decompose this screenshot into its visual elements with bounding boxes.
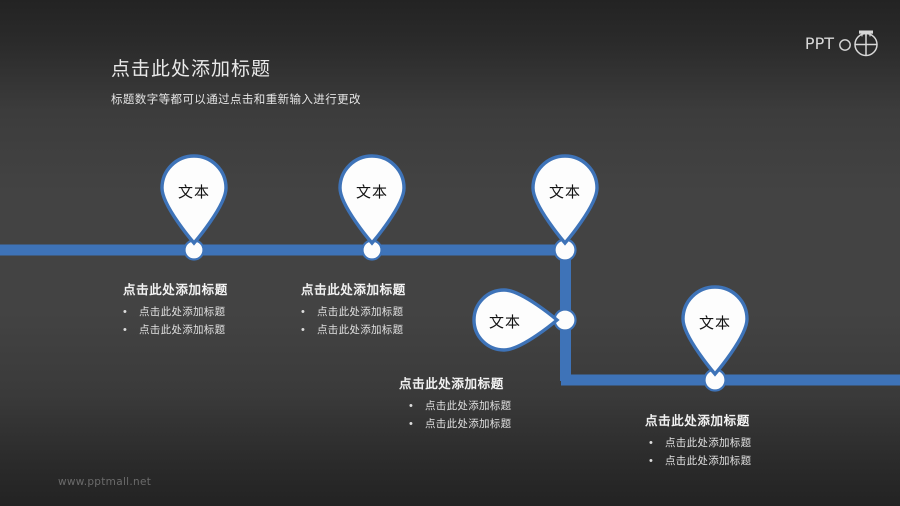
content-block-1: 点击此处添加标题 • 点击此处添加标题 • 点击此处添加标题 [123, 279, 228, 341]
pin-down-icon [531, 154, 599, 246]
brand-text: PPT [804, 33, 834, 53]
list-item[interactable]: • 点击此处添加标题 [409, 399, 511, 414]
pin-label-5: 文本 [698, 315, 731, 332]
block-title[interactable]: 点击此处添加标题 [123, 283, 228, 297]
map-pin-5[interactable]: 文本 [675, 285, 755, 382]
content-block-2: 点击此处添加标题 • 点击此处添加标题 • 点击此处添加标题 [301, 279, 406, 341]
bullet-icon: • [301, 306, 305, 318]
content-block-3: 点击此处添加标题 • 点击此处添加标题 • 点击此处添加标题 [399, 373, 511, 435]
bullet-icon: • [301, 324, 305, 336]
bullet-icon: • [409, 400, 413, 412]
bullet-icon: • [123, 306, 127, 318]
pin-label-4: 文本 [488, 314, 521, 331]
list-item[interactable]: • 点击此处添加标题 [409, 417, 511, 432]
pin-label-2: 文本 [355, 184, 388, 201]
list-item[interactable]: • 点击此处添加标题 [649, 436, 751, 451]
bullet-label: 点击此处添加标题 [317, 324, 404, 336]
block-title[interactable]: 点击此处添加标题 [645, 414, 750, 428]
block-title[interactable]: 点击此处添加标题 [301, 283, 406, 297]
bullet-icon: • [649, 437, 653, 449]
bullet-icon: • [409, 418, 413, 430]
content-block-4: 点击此处添加标题 • 点击此处添加标题 • 点击此处添加标题 [645, 410, 751, 472]
bullet-label: 点击此处添加标题 [317, 306, 404, 318]
list-item[interactable]: • 点击此处添加标题 [301, 323, 406, 338]
bullet-label: 点击此处添加标题 [139, 324, 226, 336]
pin-down-icon [681, 285, 749, 377]
map-pin-3[interactable]: 文本 [525, 154, 605, 251]
block-title[interactable]: 点击此处添加标题 [399, 377, 504, 391]
map-pin-1[interactable]: 文本 [154, 154, 234, 251]
bullet-icon: • [123, 324, 127, 336]
pptmall-circle-logo-icon [839, 30, 878, 57]
bullet-label: 点击此处添加标题 [665, 455, 752, 467]
watermark: www.pptmall.net [58, 476, 152, 488]
pin-down-icon [160, 154, 228, 246]
bullet-label: 点击此处添加标题 [425, 418, 512, 430]
pin-label-3: 文本 [548, 184, 581, 201]
list-item[interactable]: • 点击此处添加标题 [301, 305, 406, 320]
list-item[interactable]: • 点击此处添加标题 [649, 454, 751, 469]
page-subtitle[interactable]: 标题数字等都可以通过点击和重新输入进行更改 [111, 94, 361, 106]
pin-down-icon [338, 154, 406, 246]
bullet-label: 点击此处添加标题 [425, 400, 512, 412]
map-pin-2[interactable]: 文本 [332, 154, 412, 251]
bullet-label: 点击此处添加标题 [139, 306, 226, 318]
brand-logo: PPT [805, 28, 884, 58]
pin-right-icon [472, 288, 560, 352]
map-pin-4[interactable]: 文本 [468, 285, 560, 360]
list-item[interactable]: • 点击此处添加标题 [123, 305, 228, 320]
page-title[interactable]: 点击此处添加标题 [111, 59, 272, 80]
pin-label-1: 文本 [177, 184, 210, 201]
bullet-label: 点击此处添加标题 [665, 437, 752, 449]
list-item[interactable]: • 点击此处添加标题 [123, 323, 228, 338]
bullet-icon: • [649, 455, 653, 467]
slide-header: 点击此处添加标题 标题数字等都可以通过点击和重新输入进行更改 [111, 58, 361, 107]
